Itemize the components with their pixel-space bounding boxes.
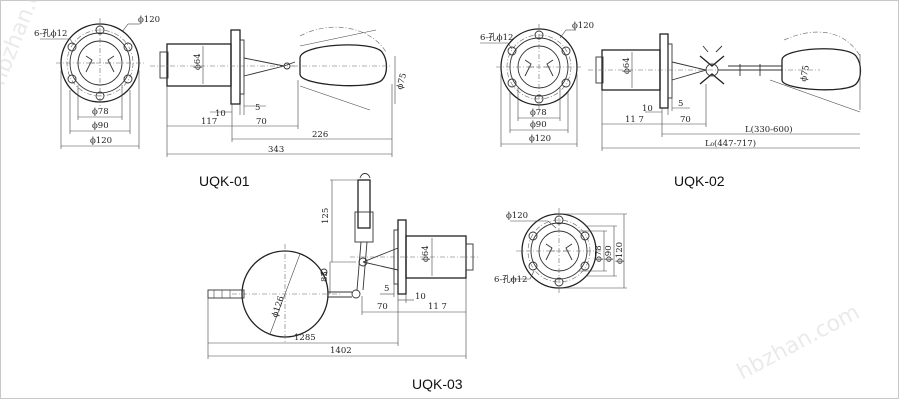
uqk01-side-view bbox=[150, 26, 396, 157]
uqk01-body-d64: ϕ64 bbox=[193, 53, 203, 70]
uqk01-flange-front-view bbox=[40, 18, 144, 149]
watermark-left: hbzhan.com bbox=[0, 0, 59, 89]
uqk02-float-d75: ϕ75 bbox=[799, 64, 812, 82]
uqk03-dim-1402: 1402 bbox=[330, 346, 352, 356]
uqk01-hole-spec: 6-孔ϕ12 bbox=[34, 29, 67, 39]
uqk02-dim-5: 5 bbox=[678, 99, 683, 109]
uqk02-flange-front-view bbox=[480, 24, 582, 147]
uqk03-hole-spec: 6-孔ϕ12 bbox=[494, 275, 527, 285]
uqk03-float-d126: ϕ126 bbox=[270, 295, 286, 319]
uqk02-flange-top-dia: ϕ120 bbox=[572, 21, 594, 31]
uqk02-dim-70: 70 bbox=[680, 115, 691, 125]
uqk01-dim-226: 226 bbox=[312, 130, 328, 140]
uqk01-dim-5: 5 bbox=[255, 103, 260, 113]
uqk02-hole-spec: 6-孔ϕ12 bbox=[480, 33, 513, 43]
uqk03-dim-10: 10 bbox=[415, 292, 426, 302]
uqk02-dim-L: L(330-600) bbox=[745, 124, 793, 135]
uqk03-dim-1285: 1285 bbox=[294, 333, 316, 343]
uqk03-body-d64: ϕ64 bbox=[421, 245, 431, 262]
uqk03-dim-d90: ϕ90 bbox=[604, 245, 614, 262]
uqk01-dim-10: 10 bbox=[215, 109, 226, 119]
uqk02-dim-d120: ϕ120 bbox=[529, 134, 551, 144]
uqk01-dim-70: 70 bbox=[256, 117, 267, 127]
uqk02-dim-10: 10 bbox=[642, 104, 653, 114]
uqk01-float-d75: ϕ75 bbox=[395, 72, 409, 91]
uqk01-caption: UQK-01 bbox=[199, 173, 250, 189]
uqk01-dim-343: 343 bbox=[268, 145, 284, 155]
uqk01-dim-d90: ϕ90 bbox=[92, 121, 109, 131]
uqk03-drawing: 125 83 ϕ64 ϕ126 5 10 70 11 7 1285 1402 bbox=[207, 173, 627, 392]
uqk02-side-view bbox=[588, 31, 862, 151]
uqk02-caption: UQK-02 bbox=[674, 173, 725, 189]
uqk02-dim-117: 11 7 bbox=[625, 115, 644, 125]
uqk01-dim-d78: ϕ78 bbox=[92, 107, 109, 117]
uqk01-drawing: 6-孔ϕ12 ϕ120 ϕ78 ϕ90 ϕ120 bbox=[34, 15, 409, 189]
uqk02-body-d64: ϕ64 bbox=[622, 57, 632, 74]
uqk03-dim-5: 5 bbox=[384, 284, 389, 294]
uqk03-dim-117: 11 7 bbox=[428, 302, 447, 312]
uqk03-dim-d120: ϕ120 bbox=[615, 242, 625, 264]
uqk03-side-view bbox=[207, 173, 480, 359]
uqk03-dim-125: 125 bbox=[321, 208, 331, 224]
uqk03-caption: UQK-03 bbox=[412, 376, 463, 392]
uqk03-dim-d78: ϕ78 bbox=[594, 245, 604, 262]
uqk02-drawing: 6-孔ϕ12 ϕ120 ϕ78 ϕ90 ϕ120 bbox=[480, 21, 862, 189]
uqk03-flange-front-view bbox=[510, 208, 627, 294]
watermark-right: hbzhan.com bbox=[733, 300, 864, 385]
uqk01-flange-top-dia: ϕ120 bbox=[138, 15, 160, 25]
uqk02-dim-L0: L₀(447-717) bbox=[705, 138, 756, 149]
uqk03-flange-top-dia: ϕ120 bbox=[506, 211, 528, 221]
uqk03-dim-83: 83 bbox=[320, 271, 330, 282]
uqk01-dim-117: 117 bbox=[201, 117, 217, 127]
uqk03-dim-70: 70 bbox=[377, 302, 388, 312]
uqk01-dim-d120: ϕ120 bbox=[90, 136, 112, 146]
uqk02-dim-d78: ϕ78 bbox=[530, 108, 547, 118]
uqk02-dim-d90: ϕ90 bbox=[530, 120, 547, 130]
